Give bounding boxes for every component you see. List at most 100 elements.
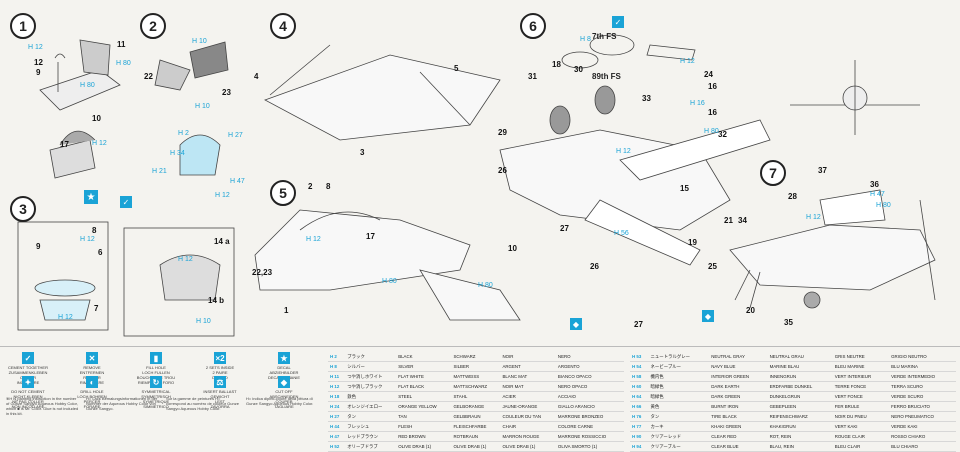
paint-code: H 80 <box>80 82 95 89</box>
color-en-cell: FLESH <box>396 421 452 432</box>
paint-code: H 80 <box>876 202 891 209</box>
step-4-number: 4 <box>270 13 296 39</box>
cement-icon: ✓ <box>120 196 132 208</box>
color-it-cell: GIALLO ARANCIO <box>555 401 624 412</box>
color-fr-cell: BLANC MAT <box>500 371 556 382</box>
color-de-cell: SILBER <box>451 361 501 372</box>
symmetrical-icon: ↻ <box>150 376 162 388</box>
legend-item: ◐ DRILL HOLE LOCH BOHREN PERCER FORARE <box>68 376 116 409</box>
color-it-cell: BLU CHIARO <box>889 441 956 452</box>
note-french: Sur la gamme de peintures H= correspond … <box>166 396 239 411</box>
legend-label: CUT OFF ABSCHNEIDEN COUPER TAGLIARE <box>269 389 299 409</box>
paint-code: H 12 <box>28 44 43 51</box>
paint-code: H 21 <box>152 168 167 175</box>
part-number: 12 <box>34 58 43 67</box>
color-it-cell: ARGENTO <box>555 361 624 372</box>
legend-label: DRILL HOLE LOCH BOHREN PERCER FORARE <box>77 389 107 409</box>
paint-code: H 80 <box>478 282 493 289</box>
color-jp-cell: タン <box>648 411 710 422</box>
paint-code: H 12 <box>680 58 695 65</box>
color-code-cell: H 90 <box>630 431 649 442</box>
part-number: 6 <box>98 248 103 257</box>
color-it-cell: GRIGIO NEUTRO <box>889 352 956 362</box>
color-fr-cell: ACIER <box>500 391 556 402</box>
color-code-cell: H 11 <box>328 371 346 382</box>
part-number: 28 <box>788 192 797 201</box>
part-number: 22 <box>144 72 153 81</box>
step-5-number: 5 <box>270 180 296 206</box>
part-number: 20 <box>746 306 755 315</box>
color-en-cell: ORANGE YELLOW <box>396 401 452 412</box>
color-fr-cell: VERT FONCE <box>832 391 890 402</box>
part-number: 32 <box>718 130 727 139</box>
color-code-cell: H 76 <box>630 411 649 422</box>
color-de-cell: DUNKELGRUN <box>767 391 833 402</box>
paint-code: H 80 <box>704 128 719 135</box>
color-jp-cell: 暗緑色 <box>648 391 710 402</box>
color-it-cell: BLU MARINA <box>889 361 956 372</box>
part-number: 9 <box>36 68 41 77</box>
part-number: 1 <box>284 306 289 315</box>
cement-icon: ✓ <box>22 352 34 364</box>
part-number: 19 <box>688 238 697 247</box>
color-de-cell: BLAU, REIN <box>767 441 833 452</box>
color-de-cell: MATTSCHWARZ <box>451 381 501 392</box>
color-jp-cell: つや消しホワイト <box>345 371 397 382</box>
color-jp-cell: フレッシュ <box>345 421 397 432</box>
color-en-cell: TIRE BLACK <box>709 411 768 422</box>
color-it-cell: NERO <box>555 352 624 362</box>
color-jp-cell: オリーブドラブ <box>345 441 397 452</box>
color-it-cell: COLORE CARNE <box>555 421 624 432</box>
part-number: 10 <box>92 114 101 123</box>
color-de-cell: ROTBRAUN <box>451 431 501 442</box>
color-fr-cell: NOIR MAT <box>500 381 556 392</box>
part-number: 29 <box>498 128 507 137</box>
color-jp-cell: ニュートラルグレー <box>648 352 710 362</box>
two-sets-icon: ×2 <box>214 352 226 364</box>
color-jp-cell: レッドブラウン <box>345 431 397 442</box>
color-jp-cell: クリアーブルー <box>648 441 710 452</box>
color-code-cell: H 58 <box>630 371 649 382</box>
part-number: 17 <box>60 140 69 149</box>
color-jp-cell: ネービーブルー <box>648 361 710 372</box>
color-jp-cell: 機内色 <box>648 371 710 382</box>
paint-code: H 12 <box>215 192 230 199</box>
color-de-cell: STAHL <box>451 391 501 402</box>
color-code-cell: H 12 <box>328 381 346 392</box>
symbol-legend: ✓ CEMENT TOGETHER ZUSAMMENKLEBEN COLLER … <box>0 348 320 446</box>
paint-code: H 80 <box>382 278 397 285</box>
paint-code: H 8 <box>580 36 591 43</box>
part-number: 21 <box>724 216 733 225</box>
part-number: 14 a <box>214 237 230 246</box>
color-fr-cell: BLEU CLAIR <box>832 441 890 452</box>
part-number: 8 <box>92 226 97 235</box>
part-number: 37 <box>818 166 827 175</box>
part-number: 34 <box>738 216 747 225</box>
color-code-cell: H 8 <box>328 361 346 372</box>
part-number: 16 <box>708 108 717 117</box>
part-number: 31 <box>528 72 537 81</box>
color-jp-cell: オレンジイエロー <box>345 401 397 412</box>
color-it-cell: ROSSO CHIARO <box>889 431 956 442</box>
color-fr-cell: NOIR <box>500 352 556 362</box>
color-it-cell: NERO OPACO <box>555 381 624 392</box>
color-fr-cell: GRIS NEUTRE <box>832 352 890 362</box>
fs-label: 7th FS <box>592 32 617 41</box>
color-en-cell: TAN <box>396 411 452 422</box>
color-it-cell: MARRONE ROSSICCIO <box>555 431 624 442</box>
color-de-cell: NEUTRAL GRAU <box>767 352 833 362</box>
paint-code: H 10 <box>195 103 210 110</box>
part-number: 4 <box>254 72 259 81</box>
